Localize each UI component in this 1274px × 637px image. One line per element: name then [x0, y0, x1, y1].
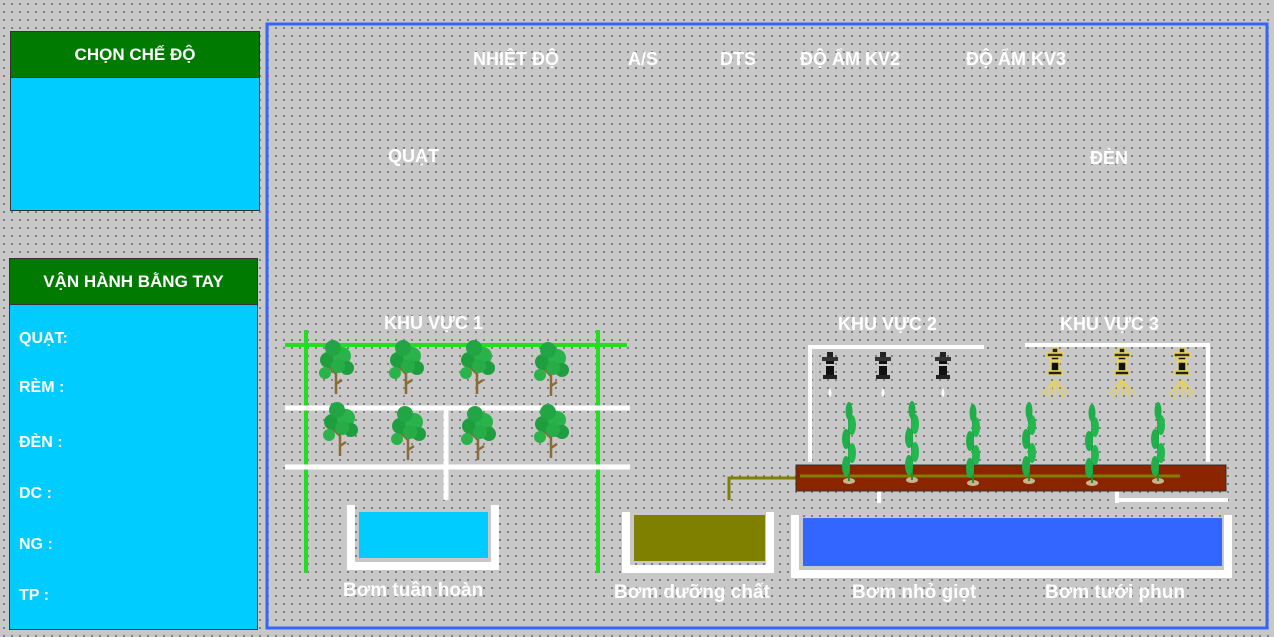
- main-frame: [265, 22, 1269, 630]
- humidity-kv2-label: ĐỘ ẨM KV2: [800, 49, 901, 69]
- manual-panel-title: VẬN HÀNH BẰNG TAY: [10, 259, 257, 305]
- humidity-kv3-label: ĐỘ ẨM KV3: [966, 49, 1067, 69]
- circulation-tank: [347, 505, 499, 570]
- drip-emitters: [822, 352, 951, 397]
- manual-tp-label: TP :: [19, 587, 49, 604]
- nutrient-tank: [622, 476, 800, 573]
- fan-label: QUẠT: [388, 146, 439, 166]
- temperature-label: NHIỆT ĐỘ: [473, 49, 560, 69]
- zone3-frame: [1025, 343, 1210, 462]
- lamp-label: ĐÈN: [1090, 148, 1129, 168]
- manual-fan-label: QUẠT:: [19, 330, 68, 347]
- manual-dc-label: DC :: [19, 485, 52, 502]
- drip-pump-label: Bơm nhỏ giọt: [852, 582, 977, 603]
- soil-bed: [795, 464, 1227, 492]
- dts-label: DTS: [720, 49, 756, 69]
- spray-nozzles: [1041, 347, 1196, 399]
- manual-panel: VẬN HÀNH BẰNG TAY QUẠT: RÈM : ĐÈN : DC :…: [9, 258, 258, 630]
- zone1-label: KHU VỰC 1: [384, 313, 483, 333]
- mode-panel: CHỌN CHẾ ĐỘ: [10, 31, 260, 211]
- spray-pump-label: Bơm tưới phun: [1045, 582, 1185, 603]
- nutrient-pump-label: Bơm dưỡng chất: [614, 582, 770, 603]
- irrigation-tank: [791, 490, 1232, 578]
- manual-lamp-label: ĐÈN :: [19, 434, 63, 451]
- light-label: A/S: [628, 49, 659, 69]
- mode-panel-title: CHỌN CHẾ ĐỘ: [11, 32, 259, 78]
- zone3-label: KHU VỰC 3: [1060, 314, 1159, 334]
- circulation-pump-label: Bơm tuần hoàn: [343, 580, 484, 601]
- manual-curtain-label: RÈM :: [19, 379, 65, 396]
- manual-ng-label: NG :: [19, 536, 53, 553]
- zone2-label: KHU VỰC 2: [838, 314, 937, 334]
- zone2-frame: [808, 345, 984, 462]
